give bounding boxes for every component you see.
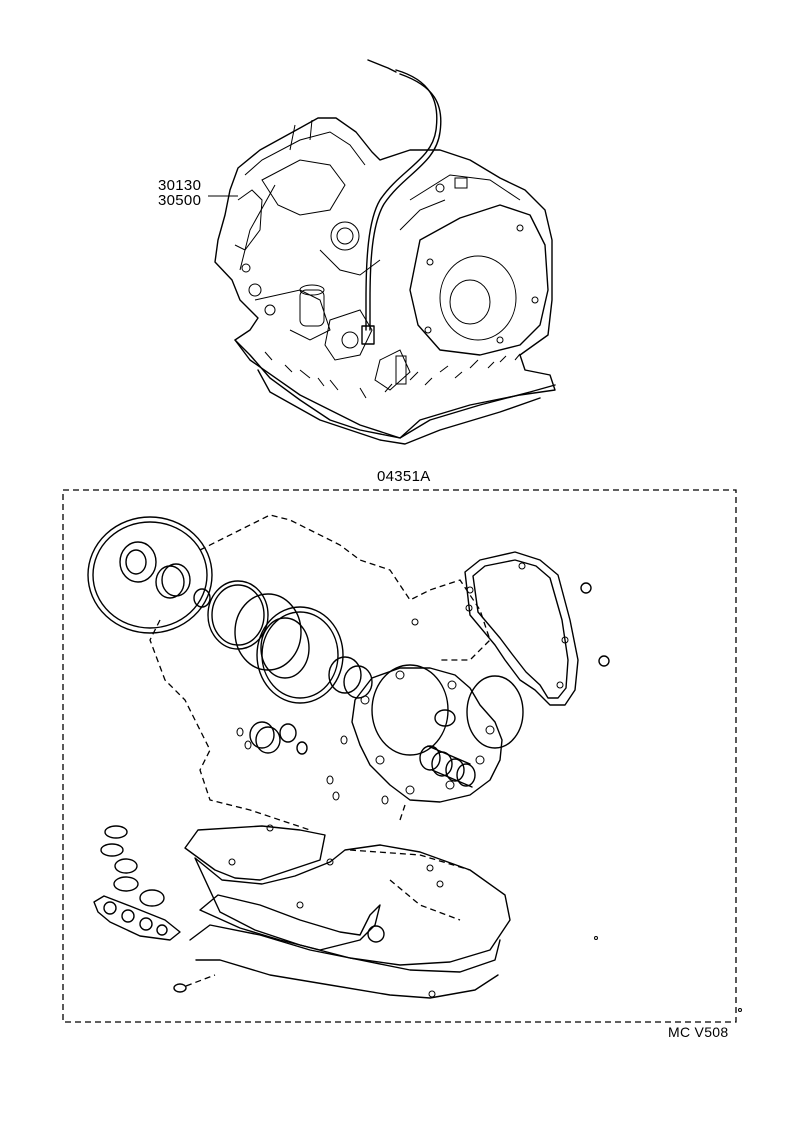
- kit-part-number: 04351A: [377, 468, 431, 485]
- loose-washer: [173, 974, 216, 993]
- pan-gasket-side: [464, 551, 579, 706]
- transaxle-assembly-illustration: [214, 59, 556, 445]
- shaft-seal-set: [419, 745, 476, 788]
- assembly-part-number-2: 30500: [158, 192, 202, 209]
- oring-medium: [466, 675, 524, 749]
- case-gasket: [351, 664, 503, 803]
- oring-tiny: [193, 588, 211, 608]
- oring-small-1: [155, 563, 191, 599]
- assembly-part-number-1: 30130: [158, 177, 202, 194]
- kit-boundary-box: [62, 489, 737, 1023]
- reference-code: MC V508: [668, 1024, 729, 1040]
- pump-seal-ring: [87, 516, 213, 634]
- transaxle-case-outline: [214, 117, 556, 439]
- oring-stack: [100, 825, 165, 907]
- small-rings-group: [236, 721, 389, 805]
- oring-small-2: [434, 709, 456, 727]
- seal-rings: [207, 580, 373, 704]
- side-cover: [399, 174, 549, 356]
- case-silhouette: [149, 514, 491, 831]
- valve-body-gaskets: [184, 804, 511, 999]
- washer-right-1: [580, 582, 592, 594]
- oil-pan: [234, 339, 556, 445]
- washer-right-2: [598, 655, 610, 667]
- throttle-cable: [361, 59, 442, 345]
- solenoid-gasket: [93, 895, 181, 941]
- gasket-kit-illustration: [87, 514, 742, 1012]
- oil-seal: [119, 541, 157, 583]
